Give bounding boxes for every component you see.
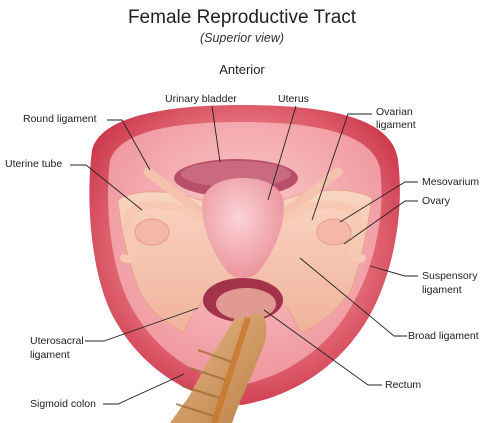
label-ovarian-ligament-line1: Ovarian — [376, 106, 413, 119]
page-subtitle: (Superior view) — [0, 31, 484, 45]
label-urinary-bladder: Urinary bladder — [165, 93, 237, 106]
label-ovarian-ligament-line2: ligament — [376, 119, 416, 132]
label-mesovarium: Mesovarium — [422, 176, 479, 189]
label-rectum: Rectum — [385, 379, 421, 392]
label-broad-ligament: Broad ligament — [408, 330, 479, 343]
label-uterosacral-ligament-line1: Uterosacral — [30, 335, 84, 348]
label-ovary: Ovary — [422, 195, 450, 208]
orientation-label: Anterior — [0, 62, 484, 77]
label-round-ligament: Round ligament — [23, 113, 97, 126]
ovary-right — [317, 219, 351, 245]
label-suspensory-ligament-line2: ligament — [422, 284, 462, 297]
ovary-left — [135, 219, 169, 245]
label-uterine-tube: Uterine tube — [5, 158, 62, 171]
page-title: Female Reproductive Tract — [0, 7, 484, 29]
label-uterosacral-ligament-line2: ligament — [30, 349, 70, 362]
rectum-shape — [216, 288, 276, 320]
label-suspensory-ligament-line1: Suspensory — [422, 270, 477, 283]
label-sigmoid-colon: Sigmoid colon — [30, 398, 96, 411]
label-uterus: Uterus — [278, 93, 309, 106]
